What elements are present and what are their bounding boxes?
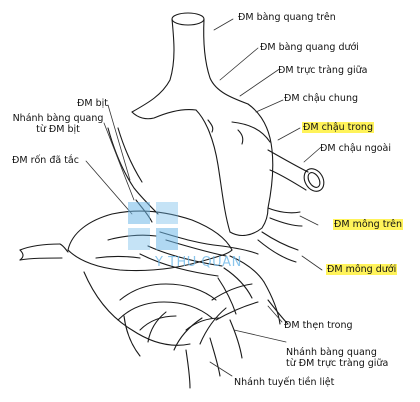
visceral-arteries xyxy=(139,231,281,325)
pudendal-branches xyxy=(185,299,289,389)
label-dm-bang-quang-tren: ĐM bàng quang trên xyxy=(238,12,336,23)
prostate-branches xyxy=(117,283,259,357)
leader-lines xyxy=(85,18,323,377)
label-dm-truc-trang-giua: ĐM trực tràng giữa xyxy=(278,65,368,76)
label-line-1: Nhánh bàng quang xyxy=(12,113,104,124)
label-dm-bang-quang-duoi: ĐM bàng quang dưới xyxy=(260,42,359,53)
gluteal-branches xyxy=(257,207,303,263)
internal-iliac-trunk xyxy=(195,103,274,237)
bladder xyxy=(67,210,233,346)
urachus xyxy=(19,243,69,261)
label-dm-bit: ĐM bịt xyxy=(77,98,108,109)
label-dm-mong-duoi: ĐM mông dưới xyxy=(326,264,398,275)
label-line-1: Nhánh bàng quang xyxy=(286,347,377,358)
label-dm-mong-tren: ĐM mông trên xyxy=(333,219,404,230)
label-line-2: từ ĐM bịt xyxy=(36,124,80,135)
label-nhanh-bang-quang-tu-truc-trang: Nhánh bàng quang từ ĐM trực tràng giữa xyxy=(286,347,388,369)
aorta-trunk xyxy=(131,12,249,120)
label-dm-chau-ngoai: ĐM chậu ngoài xyxy=(320,143,392,154)
label-line-2: từ ĐM trực tràng giữa xyxy=(286,358,389,369)
label-dm-chau-chung: ĐM chậu chung xyxy=(284,93,359,104)
label-dm-then-trong: ĐM thẹn trong xyxy=(284,320,353,331)
external-iliac-artery xyxy=(231,121,325,192)
label-nhanh-bang-quang-tu-dm-bit: Nhánh bàng quang từ ĐM bịt xyxy=(4,113,112,135)
label-nhanh-tuyen-tien-liet: Nhánh tuyến tiền liệt xyxy=(234,377,335,388)
watermark-logo xyxy=(128,202,178,250)
label-dm-chau-trong: ĐM chậu trong xyxy=(302,122,374,133)
label-dm-ron-da-tac: ĐM rốn đã tắc xyxy=(12,155,79,166)
watermark-text: Y THU QUAN xyxy=(155,255,242,270)
